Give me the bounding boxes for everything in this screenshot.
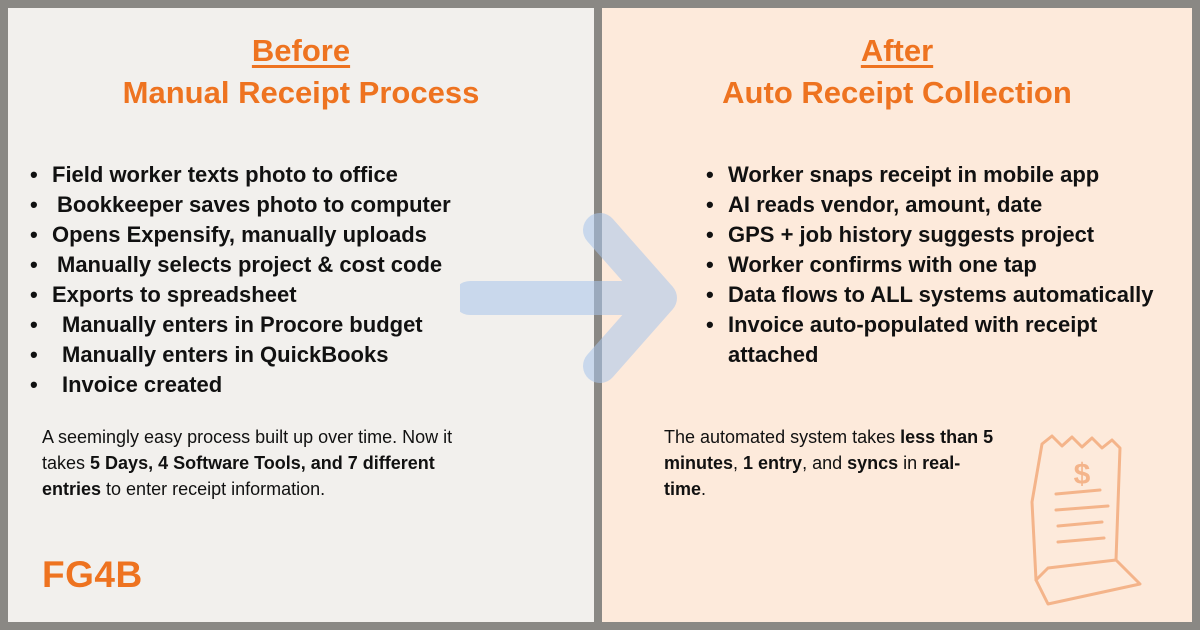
receipt-icon: $ [1030, 434, 1142, 606]
after-step: GPS + job history suggests project [706, 220, 1166, 250]
after-summary: The automated system takes less than 5 m… [664, 424, 994, 502]
after-step: AI reads vendor, amount, date [706, 190, 1166, 220]
after-subheading: Auto Receipt Collection [722, 75, 1072, 110]
summary-text: to enter receipt information. [101, 479, 326, 499]
before-step: Manually enters in Procore budget [30, 310, 590, 340]
after-title: After Auto Receipt Collection [602, 30, 1192, 114]
before-subheading: Manual Receipt Process [122, 75, 480, 110]
before-step: Field worker texts photo to office [30, 160, 590, 190]
after-step: Data flows to ALL systems automatically [706, 280, 1166, 310]
before-steps-list: Field worker texts photo to office Bookk… [30, 160, 590, 400]
summary-emphasis: less than 5 minutes [664, 427, 994, 473]
before-step: Opens Expensify, manually uploads [30, 220, 590, 250]
summary-emphasis: syncs [847, 453, 899, 473]
after-step: Worker confirms with one tap [706, 250, 1166, 280]
before-heading: Before [251, 33, 351, 68]
summary-text: A seemingly easy process built up over t… [42, 427, 453, 473]
after-step: Worker snaps receipt in mobile app [706, 160, 1166, 190]
summary-text: , and [802, 453, 848, 473]
before-step: Bookkeeper saves photo to computer [30, 190, 590, 220]
summary-emphasis: 1 entry [743, 453, 803, 473]
arrow-right-icon [460, 213, 677, 383]
summary-emphasis: real-time [664, 453, 961, 499]
summary-text: , [733, 453, 744, 473]
after-heading: After [860, 33, 934, 68]
fg4b-logo: FG4B [42, 554, 143, 595]
after-steps-list: Worker snaps receipt in mobile app AI re… [706, 160, 1166, 370]
after-step: Invoice auto-populated with receipt atta… [706, 310, 1166, 370]
before-summary: A seemingly easy process built up over t… [42, 424, 482, 502]
before-title: Before Manual Receipt Process [8, 30, 594, 114]
summary-text: The automated system takes [664, 427, 901, 447]
after-panel: After Auto Receipt Collection Worker sna… [602, 8, 1192, 622]
summary-emphasis: 5 Days, 4 Software Tools, and 7 differen… [42, 453, 435, 499]
before-step: Exports to spreadsheet [30, 280, 590, 310]
receipt-dollar-symbol: $ [1074, 458, 1091, 491]
before-step: Manually enters in QuickBooks [30, 340, 590, 370]
summary-text: . [701, 479, 707, 499]
before-step: Invoice created [30, 370, 590, 400]
before-step: Manually selects project & cost code [30, 250, 590, 280]
summary-text: in [898, 453, 923, 473]
